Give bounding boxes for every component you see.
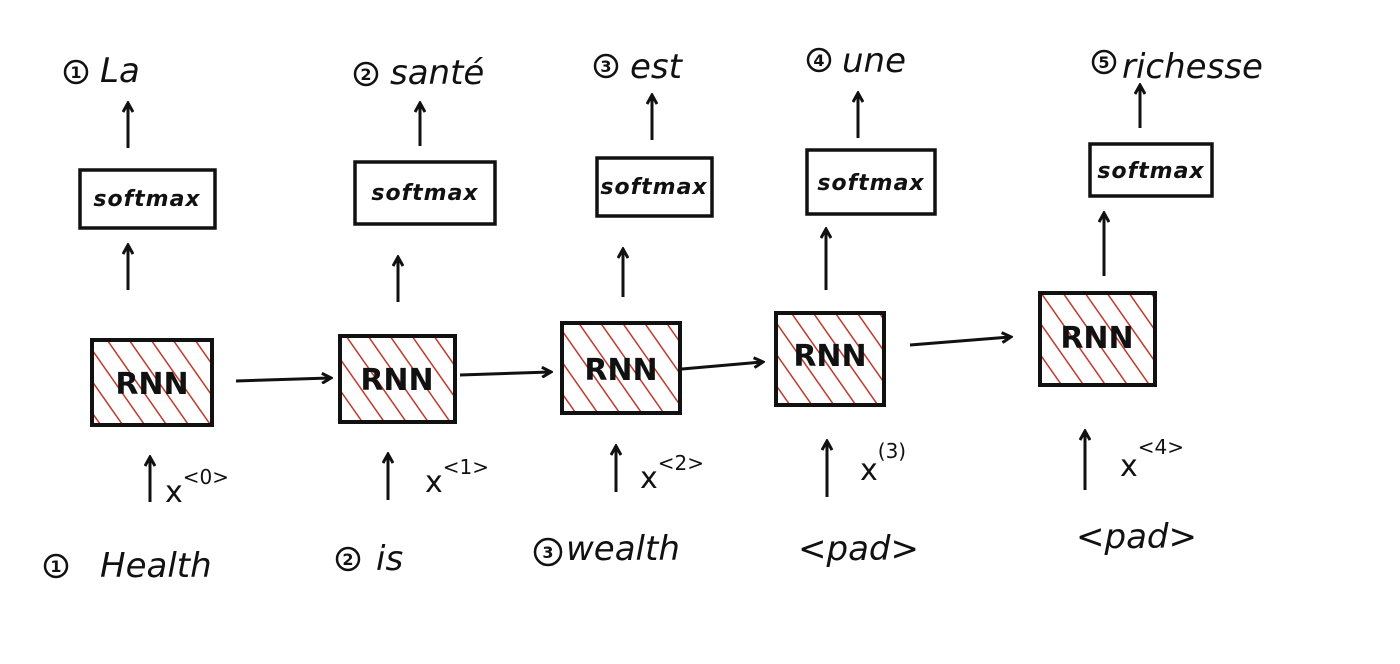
output-label-4: 5 richesse	[1091, 47, 1263, 87]
input-vector-label: x<0>	[165, 465, 229, 510]
rnn-cell: RNN	[560, 321, 682, 415]
rnn-cell: RNN	[338, 334, 457, 424]
output-index: 3	[600, 57, 611, 76]
output-index-circle	[593, 53, 619, 79]
output-label-1: 2 santé	[353, 53, 484, 93]
rnn-cell: RNN	[90, 338, 214, 427]
input-index-circle	[533, 537, 563, 567]
output-index-circle	[806, 47, 832, 73]
input-index-circle	[43, 553, 69, 579]
output-index-circle	[353, 61, 379, 87]
step-column-4: 5 richesse softmax RNN x<4> <pad>	[1038, 47, 1263, 557]
input-label-0: 1 Health	[43, 546, 212, 586]
softmax-box: softmax	[1088, 142, 1214, 198]
input-label-1: 2 is	[335, 539, 403, 579]
input-word: Health	[100, 546, 212, 586]
softmax-box: softmax	[595, 156, 714, 218]
input-word: <pad>	[798, 529, 919, 569]
input-vector-label: x<4>	[1120, 435, 1184, 484]
step-column-3: 4 une softmax RNN x(3) <pad>	[774, 41, 937, 569]
output-index: 4	[813, 51, 824, 70]
input-vector-label: x(3)	[860, 439, 906, 488]
recurrent-arrow-2-3	[681, 362, 762, 371]
recurrent-arrow-1-2	[459, 372, 550, 375]
input-label-3: <pad>	[798, 529, 919, 569]
softmax-box: softmax	[78, 168, 217, 230]
step-column-2: 3 est softmax RNN x<2> 3 wealth	[533, 47, 714, 569]
output-word: La	[100, 51, 140, 91]
input-vector-label: x<2>	[640, 451, 704, 496]
output-index: 5	[1098, 53, 1109, 72]
rnn-label: RNN	[793, 339, 866, 374]
rnn-cell: RNN	[774, 311, 886, 407]
softmax-label: softmax	[1097, 159, 1204, 184]
softmax-box: softmax	[353, 160, 497, 226]
rnn-cell: RNN	[1038, 291, 1157, 387]
rnn-label: RNN	[1060, 321, 1133, 356]
recurrent-arrow-3-4	[909, 337, 1010, 347]
rnn-label: RNN	[360, 363, 433, 398]
input-label-4: <pad>	[1076, 517, 1197, 557]
softmax-box: softmax	[805, 148, 937, 216]
rnn-label: RNN	[115, 367, 188, 402]
output-label-3: 4 une	[806, 41, 906, 81]
softmax-label: softmax	[600, 175, 707, 200]
recurrent-arrow-0-1	[235, 378, 330, 381]
softmax-label: softmax	[93, 187, 200, 212]
step-column-1: 2 santé softmax RNN x<1> 2 is	[335, 53, 497, 579]
output-word: est	[630, 47, 684, 87]
output-label-2: 3 est	[593, 47, 684, 87]
output-index: 1	[70, 63, 81, 82]
input-vector-label: x<1>	[425, 455, 489, 500]
output-word: une	[842, 41, 906, 81]
input-word: <pad>	[1076, 517, 1197, 557]
rnn-label: RNN	[584, 353, 657, 388]
input-index: 1	[50, 557, 61, 576]
softmax-label: softmax	[371, 181, 478, 206]
output-word: santé	[390, 53, 484, 93]
output-index-circle	[63, 59, 89, 85]
softmax-label: softmax	[817, 171, 924, 196]
output-word: richesse	[1122, 47, 1263, 87]
output-label-0: 1 La	[63, 51, 140, 91]
step-column-0: 1 La softmax RNN x<0> 1 Health	[43, 51, 229, 586]
input-index-circle	[335, 546, 361, 572]
output-index: 2	[360, 65, 371, 84]
input-index: 2	[342, 550, 353, 569]
output-index-circle	[1091, 49, 1117, 75]
input-word: is	[376, 539, 403, 579]
input-index: 3	[542, 543, 553, 562]
input-label-2: 3 wealth	[533, 529, 680, 569]
input-word: wealth	[566, 529, 680, 569]
